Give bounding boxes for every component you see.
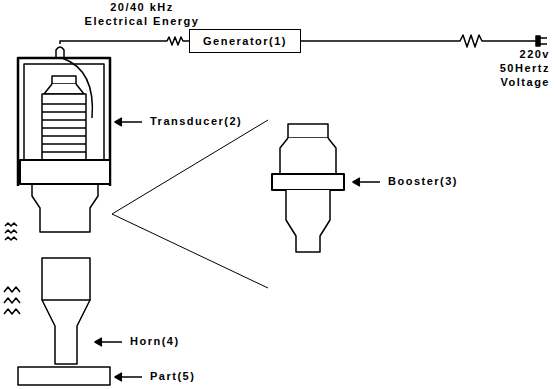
zoom-line: [112, 120, 268, 288]
part-label: Transducer(2): [150, 115, 242, 128]
leader-arrow: [115, 118, 142, 126]
piezo-discs: [42, 104, 86, 152]
stack-shoulder: [44, 84, 84, 94]
piezo-stack: [42, 94, 86, 160]
generator-box: Generator(1): [189, 29, 301, 53]
booster-cap: [288, 124, 328, 138]
plug: [536, 36, 540, 46]
transducer-housing: [18, 58, 110, 186]
cable-connector: [56, 47, 64, 58]
leader-arrow: [353, 178, 380, 186]
part-label: 220v: [520, 48, 550, 61]
horn-taper: [42, 300, 90, 364]
part: [18, 367, 110, 385]
wire-to-transducer: [60, 37, 189, 45]
mains-wire: [301, 35, 536, 47]
booster-flange: [272, 174, 344, 190]
booster-neck: [286, 190, 330, 252]
part-label: Booster(3): [388, 175, 458, 188]
part-label: 20/40 kHz: [110, 1, 174, 14]
vibration-symbol: [4, 287, 20, 314]
part-label: Part(5): [150, 370, 195, 383]
transducer-flange: [20, 160, 110, 184]
part-label: Voltage: [501, 76, 550, 89]
part-label: Electrical Energy: [85, 15, 200, 28]
plug-prongs: [540, 38, 547, 44]
leader-arrow: [95, 338, 122, 346]
booster-shoulder: [280, 138, 336, 174]
stack-cap: [52, 76, 76, 84]
part-label: 50Hertz: [500, 62, 550, 75]
leader-arrow: [115, 373, 142, 381]
part-label: Horn(4): [130, 335, 180, 348]
transducer-front: [32, 184, 98, 232]
horn-body: [42, 258, 90, 300]
box-text: Generator(1): [203, 35, 287, 47]
vibration-symbol: [5, 223, 17, 240]
